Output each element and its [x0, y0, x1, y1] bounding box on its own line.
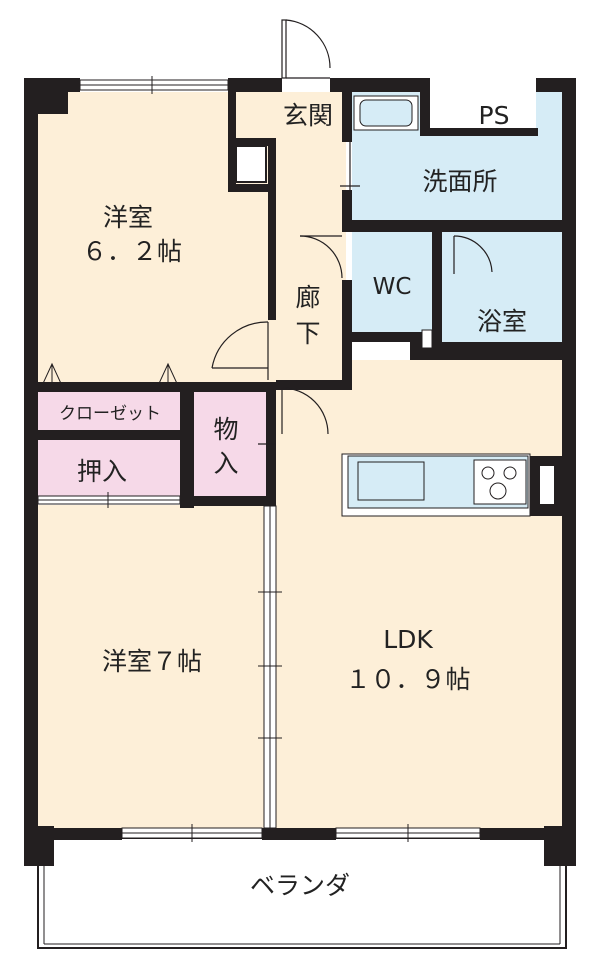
doors — [211, 19, 493, 445]
label-oshiire: 押入 — [77, 457, 127, 486]
label-wc: WC — [373, 274, 412, 300]
washbasin — [353, 95, 419, 131]
ps-box — [421, 329, 433, 349]
label-hallway-1: 廊 — [295, 283, 320, 312]
windows — [79, 76, 481, 842]
pillar-box — [235, 145, 267, 183]
walls — [24, 78, 576, 866]
ldk-room — [276, 360, 562, 828]
kitchen-counter — [341, 453, 554, 517]
oshiire — [38, 440, 180, 496]
label-entrance: 玄関 — [283, 101, 333, 130]
closet — [38, 392, 180, 430]
label-bath: 浴室 — [477, 307, 527, 336]
label-storage-2: 入 — [213, 449, 238, 478]
hallway — [276, 140, 346, 382]
label-closet: クローゼット — [59, 404, 161, 424]
label-ldk-size: １０．９帖 — [345, 665, 470, 694]
label-storage-1: 物 — [213, 415, 238, 444]
label-ldk-name: LDK — [383, 625, 433, 654]
label-western2: 洋室７帖 — [102, 647, 202, 676]
label-ps: PS — [479, 101, 510, 130]
wc-room — [352, 232, 432, 332]
bath-room — [442, 232, 562, 350]
label-washroom: 洗面所 — [422, 167, 497, 196]
label-western1-size: ６．２帖 — [82, 237, 182, 266]
closet-doors — [37, 362, 181, 508]
veranda-area — [37, 837, 567, 949]
ps-space — [430, 92, 536, 132]
storage-closet — [194, 392, 266, 496]
label-hallway-2: 下 — [295, 319, 320, 348]
label-western1-name: 洋室 — [103, 203, 153, 232]
sliding-partition — [258, 505, 282, 829]
western-room-2 — [38, 505, 270, 828]
entrance — [236, 92, 342, 140]
label-veranda: ベランダ — [250, 871, 350, 900]
